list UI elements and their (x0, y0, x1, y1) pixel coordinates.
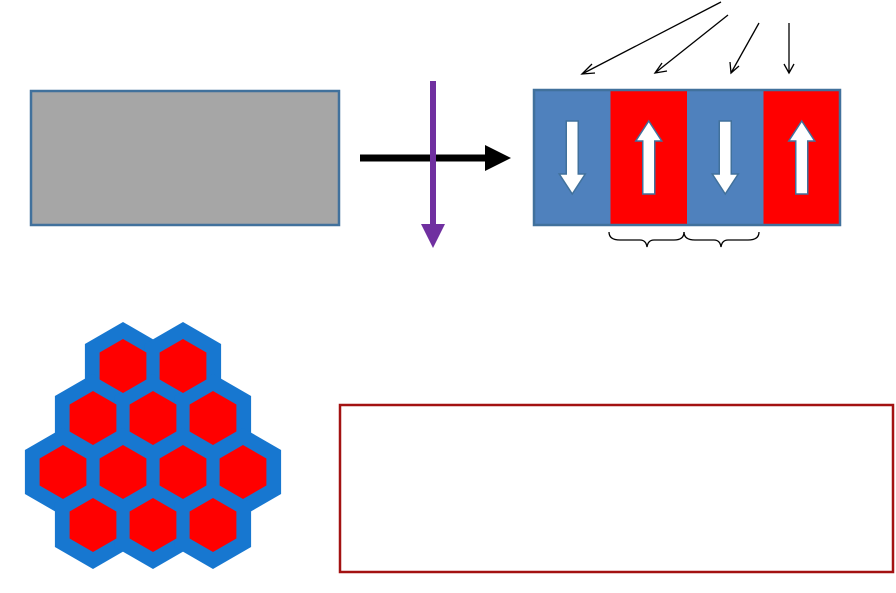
gray-block (29, 89, 341, 227)
curly-brace-icon (608, 231, 685, 248)
hex-cell (69, 498, 117, 552)
down-arrow-icon (710, 120, 740, 196)
hex-cell (159, 339, 207, 393)
hex-cell (129, 391, 177, 445)
curly-brace-icon (683, 231, 760, 248)
hex-cell (99, 339, 147, 393)
hexagon-cluster (24, 322, 282, 569)
pointer-arrow-icon (783, 23, 795, 75)
domain-block-border (532, 88, 842, 227)
hex-cell (99, 445, 147, 499)
down-arrow-icon (557, 120, 587, 196)
hex-cell (189, 391, 237, 445)
pointer-arrows (580, 1, 795, 75)
pointer-arrow-icon (580, 1, 722, 75)
hex-cell (129, 498, 177, 552)
pointer-arrow-icon (729, 22, 760, 75)
hex-cell (69, 391, 117, 445)
right-arrow-icon (360, 145, 511, 171)
up-arrow-icon (787, 119, 817, 195)
hex-cell (219, 445, 267, 499)
pointer-arrow-icon (653, 14, 729, 74)
hex-cell (189, 498, 237, 552)
hex-cell (39, 445, 87, 499)
domain-block (532, 88, 842, 227)
text-box (338, 403, 895, 574)
hex-cell (159, 445, 207, 499)
up-arrow-icon (634, 119, 664, 195)
down-arrow-icon (421, 81, 445, 248)
